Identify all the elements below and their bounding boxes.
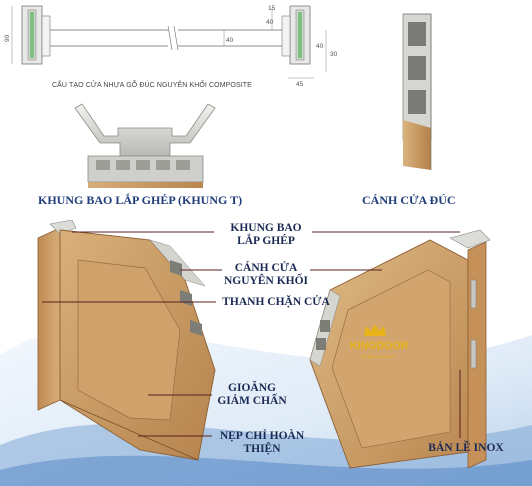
- dim-90: 90: [4, 34, 11, 42]
- frame-profile-image: [74, 103, 216, 188]
- crown-icon: [364, 324, 386, 336]
- label-ban-le: BẢN LỀ INOX: [428, 442, 504, 454]
- dim-45: 45: [296, 81, 304, 88]
- technical-drawing: 90 40 15 40 40 30 45: [4, 5, 338, 88]
- hinge-top: [470, 279, 477, 309]
- right-door-assembly: [309, 229, 491, 469]
- leaf-section-title: CÁNH CỬA ĐÚC: [362, 193, 456, 207]
- dim-40-right: 40: [316, 43, 324, 50]
- leaf-profile-image: [402, 13, 432, 170]
- logo-name: KINGDOOR: [350, 340, 409, 352]
- dim-40-top: 40: [266, 19, 274, 26]
- drawing-caption: CẤU TẠO CỬA NHỰA GỖ ĐÚC NGUYÊN KHỐI COMP…: [52, 82, 252, 89]
- dim-15: 15: [268, 5, 276, 12]
- frame-section-title: KHUNG BAO LẮP GHÉP (KHUNG T): [38, 193, 243, 207]
- logo-sub: kingdoor.com.vn: [362, 354, 395, 359]
- hinge-bottom: [470, 339, 477, 369]
- dim-30: 30: [330, 51, 338, 58]
- dim-40-leaf: 40: [226, 37, 234, 44]
- left-door-assembly: [37, 220, 216, 461]
- label-thanh-chan: THANH CHẶN CỬA: [222, 296, 330, 308]
